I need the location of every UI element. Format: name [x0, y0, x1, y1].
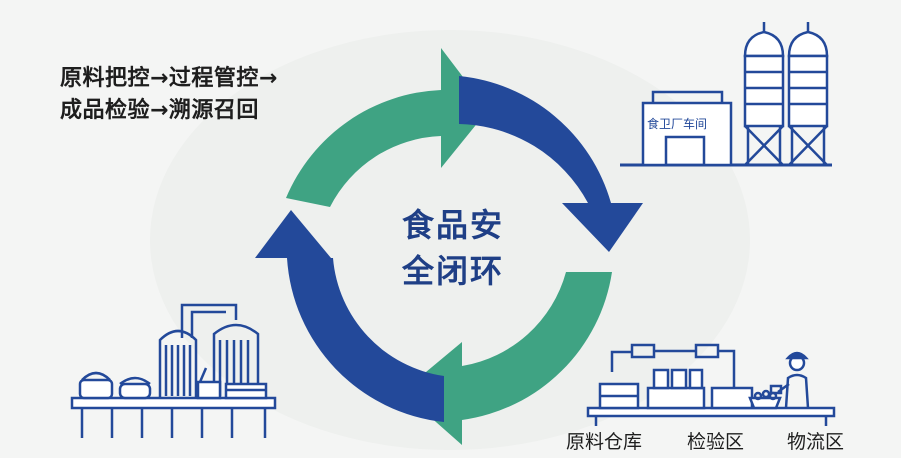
cycle-center-title-line-2: 全闭环	[401, 252, 504, 290]
food-factory-illustration	[620, 22, 832, 167]
cycle-arrow-top-left	[286, 48, 488, 207]
area-label-inspection: 检验区	[687, 431, 745, 453]
cycle-arrow-bottom-left	[255, 210, 444, 422]
production-line-icon	[70, 396, 277, 438]
cycle-arrow-top-right	[459, 76, 643, 252]
worker-icon	[769, 351, 810, 409]
flow-steps-line-1: 原料把控→过程管控→	[60, 66, 278, 91]
flow-steps-line-2: 成品检验→溯源召回	[60, 98, 259, 123]
silo-icon	[743, 22, 785, 166]
area-label-logistics: 物流区	[787, 431, 845, 453]
production-line-illustration	[70, 303, 277, 438]
pipeline-icon	[610, 343, 736, 388]
cycle-diagram	[255, 48, 643, 445]
cycle-arrow-bottom-right	[402, 272, 612, 445]
area-label-raw-warehouse: 原料仓库	[566, 431, 643, 453]
process-area-illustration	[586, 343, 836, 426]
food-factory-building-icon	[641, 101, 733, 167]
factory-sign: 食卫厂车间	[647, 116, 707, 131]
silo-icon-2	[787, 22, 829, 166]
cycle-center-title-line-1: 食品安	[401, 206, 504, 244]
